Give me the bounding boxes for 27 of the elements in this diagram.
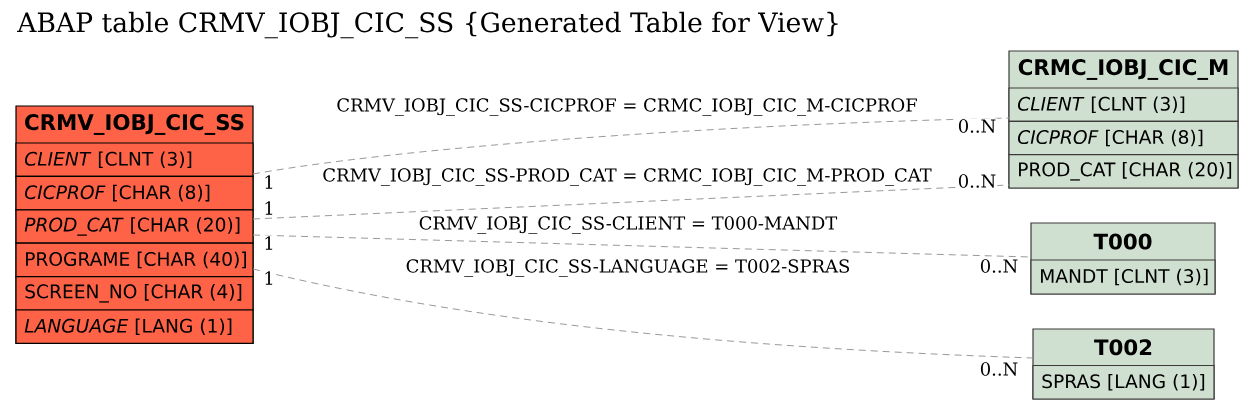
edge-label: CRMV_IOBJ_CIC_SS-LANGUAGE = T002-SPRAS [404, 258, 852, 278]
cardinality-label: 1 [262, 174, 276, 190]
cardinality-label: 1 [262, 235, 276, 251]
connector-line [252, 117, 1010, 175]
connector-line [252, 268, 1034, 359]
table-row: CICPROF [CHAR (8)] [15, 175, 254, 211]
cardinality-label: 0..N [978, 258, 1020, 274]
connector-line [252, 184, 1010, 220]
title: ABAP table CRMV_IOBJ_CIC_SS {Generated Table for View} [17, 11, 838, 39]
cardinality-label: 0..N [956, 173, 998, 189]
table-row: SPRAS [LANG (1)] [1032, 364, 1215, 400]
cardinality-label: 1 [262, 200, 276, 216]
edge-label: CRMV_IOBJ_CIC_SS-CICPROF = CRMC_IOBJ_CIC_M-CICPROF [335, 97, 919, 117]
table-row: PROD_CAT [CHAR (20)] [1008, 154, 1239, 189]
table-row: CLIENT [CLNT (3)] [1008, 87, 1239, 122]
cardinality-label: 0..N [956, 118, 998, 134]
cardinality-label: 0..N [978, 361, 1020, 377]
table-row: PROGRAME [CHAR (40)] [15, 242, 254, 278]
edge-label: CRMV_IOBJ_CIC_SS-CLIENT = T000-MANDT [417, 215, 839, 235]
cardinality-label: 1 [262, 270, 276, 286]
table-row: MANDT [CLNT (3)] [1030, 259, 1216, 295]
table-row: CLIENT [CLNT (3)] [15, 142, 254, 177]
table-row: SCREEN_NO [CHAR (4)] [15, 276, 254, 311]
table-row: PROD_CAT [CHAR (20)] [15, 209, 254, 244]
table-row: CICPROF [CHAR (8)] [1008, 120, 1239, 156]
edge-label: CRMV_IOBJ_CIC_SS-PROD_CAT = CRMC_IOBJ_CIC_M-PROD_CAT [321, 167, 933, 187]
table-row: LANGUAGE [LANG (1)] [15, 309, 254, 344]
